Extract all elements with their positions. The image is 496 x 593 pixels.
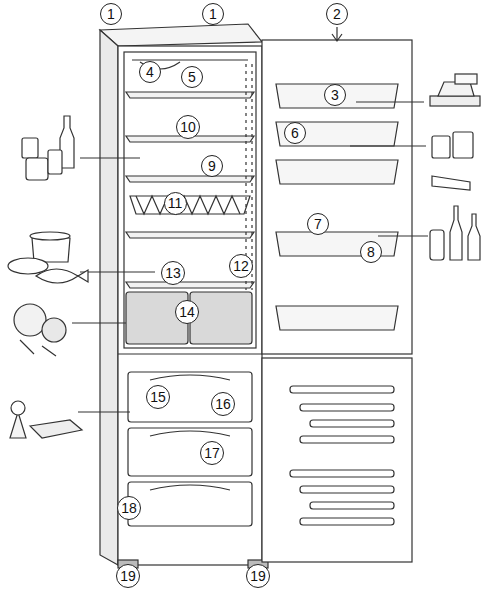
fridge-compartment <box>124 52 256 348</box>
callout-circle: 7 <box>307 213 329 235</box>
callout-circle: 19 <box>246 564 270 588</box>
callout-circle: 12 <box>229 254 253 278</box>
callout-number: 15 <box>150 390 166 404</box>
callout-circle: 17 <box>200 441 224 465</box>
callout-number: 11 <box>168 196 183 210</box>
food-icons <box>8 74 480 438</box>
feet <box>118 560 268 568</box>
callout-circle: 10 <box>176 115 200 139</box>
door-vents <box>290 386 394 525</box>
callout-circle: 3 <box>324 84 346 106</box>
callout-circle: 5 <box>181 66 203 88</box>
callout-circle: 15 <box>146 385 170 409</box>
callout-number: 6 <box>291 126 299 140</box>
door-bins <box>276 84 398 330</box>
callout-number: 14 <box>179 305 195 319</box>
shelves <box>126 64 254 290</box>
callout-circle: 19 <box>116 564 140 588</box>
callout-circle: 13 <box>161 261 185 285</box>
callout-number: 5 <box>188 70 196 84</box>
callout-circle: 11 <box>164 192 187 215</box>
callout-number: 19 <box>250 569 266 583</box>
callout-circle: 8 <box>360 241 382 263</box>
callout-circle: 18 <box>117 496 141 520</box>
callout-number: 10 <box>180 120 196 134</box>
callout-circle: 1 <box>202 3 224 25</box>
callout-number: 19 <box>120 569 136 583</box>
callout-number: 3 <box>331 88 339 102</box>
cabinet-front <box>118 46 262 565</box>
callout-number: 12 <box>233 259 249 273</box>
callout-number: 1 <box>209 7 217 21</box>
callout-number: 1 <box>107 7 115 21</box>
divider <box>118 353 262 354</box>
callout-number: 2 <box>333 7 341 21</box>
crisper-drawers <box>126 292 252 344</box>
cabinet-side <box>100 30 118 565</box>
callout-number: 8 <box>367 245 375 259</box>
callout-circle: 16 <box>211 392 235 416</box>
callout-circle: 4 <box>139 61 161 83</box>
callout-circle: 2 <box>326 3 348 25</box>
callout-number: 4 <box>146 65 154 79</box>
airflow-arrow <box>332 27 342 41</box>
callout-number: 9 <box>208 159 216 173</box>
callout-number: 16 <box>215 397 231 411</box>
callout-circle: 9 <box>201 155 223 177</box>
callout-circle: 6 <box>284 122 306 144</box>
callout-number: 17 <box>204 446 220 460</box>
leader-lines <box>72 102 428 412</box>
callout-number: 13 <box>165 266 181 280</box>
callout-circle: 14 <box>175 300 199 324</box>
callout-circle: 1 <box>100 3 122 25</box>
cabinet-top <box>100 24 262 46</box>
callout-number: 18 <box>121 501 137 515</box>
callout-number: 7 <box>314 217 322 231</box>
fridge-door <box>262 40 412 354</box>
freezer-drawers <box>128 372 252 526</box>
freezer-door <box>262 358 412 562</box>
